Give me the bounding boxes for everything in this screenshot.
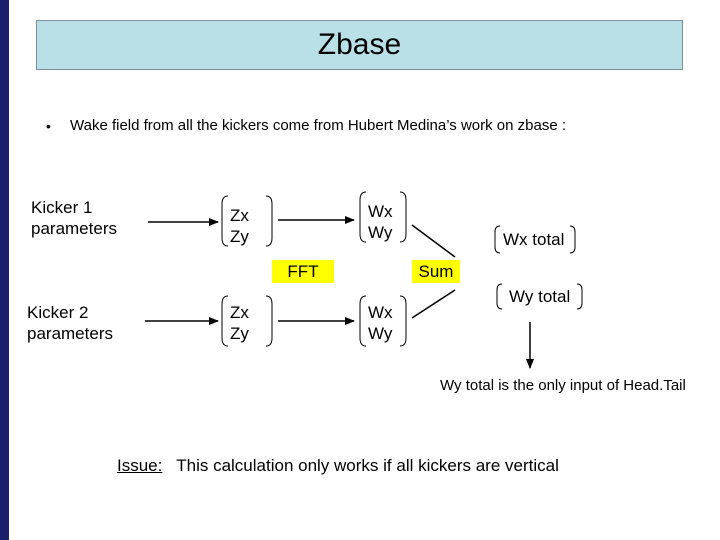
line-w2-to-sum bbox=[411, 289, 456, 319]
bullet-text: Wake field from all the kickers come fro… bbox=[70, 117, 567, 134]
kicker1-text: Kicker 1 parameters bbox=[31, 198, 117, 238]
bracket-wx-total-left bbox=[494, 225, 501, 254]
bracket-wy-total-left bbox=[496, 283, 503, 310]
fft-label: FFT bbox=[287, 261, 319, 281]
wx-total-box: Wx total bbox=[503, 229, 564, 250]
wy-total-label: Wy total bbox=[509, 287, 571, 306]
kicker2-label: Kicker 2 parameters bbox=[27, 302, 113, 344]
issue-line: Issue: This calculation only works if al… bbox=[117, 456, 559, 476]
w1-text: Wx Wy bbox=[368, 202, 393, 242]
fft-highlight: FFT bbox=[272, 260, 334, 283]
bracket-wy-total-right bbox=[576, 283, 583, 310]
issue-text: This calculation only works if all kicke… bbox=[176, 456, 559, 475]
bracket-w1-right bbox=[399, 191, 407, 243]
bullet-marker: • bbox=[46, 118, 51, 134]
slide-title-box: Zbase bbox=[36, 20, 683, 70]
w1-box: Wx Wy bbox=[368, 201, 393, 243]
sum-highlight: Sum bbox=[412, 260, 460, 283]
bracket-z1-left bbox=[221, 195, 229, 247]
bracket-z2-right bbox=[265, 295, 273, 347]
slide-left-bar bbox=[0, 0, 9, 540]
bracket-wx-total-right bbox=[569, 225, 576, 254]
z1-box: Zx Zy bbox=[230, 205, 249, 247]
bracket-w2-right bbox=[399, 295, 407, 347]
slide-title: Zbase bbox=[317, 28, 402, 61]
wx-total-label: Wx total bbox=[503, 230, 565, 249]
sum-label: Sum bbox=[418, 261, 454, 281]
z1-text: Zx Zy bbox=[230, 206, 249, 246]
issue-label: Issue: bbox=[117, 456, 163, 475]
kicker1-label: Kicker 1 parameters bbox=[31, 197, 117, 239]
kicker2-text: Kicker 2 parameters bbox=[27, 303, 113, 343]
z2-text: Zx Zy bbox=[230, 303, 249, 343]
bracket-w1-left bbox=[359, 191, 367, 243]
w2-text: Wx Wy bbox=[368, 303, 393, 343]
line-w1-to-sum bbox=[411, 224, 456, 258]
wy-total-box: Wy total bbox=[509, 286, 570, 307]
bracket-z1-right bbox=[265, 195, 273, 247]
bracket-z2-left bbox=[221, 295, 229, 347]
w2-box: Wx Wy bbox=[368, 302, 393, 344]
z2-box: Zx Zy bbox=[230, 302, 249, 344]
bracket-w2-left bbox=[359, 295, 367, 347]
diagram-note: Wy total is the only input of Head.Tail bbox=[440, 377, 686, 394]
